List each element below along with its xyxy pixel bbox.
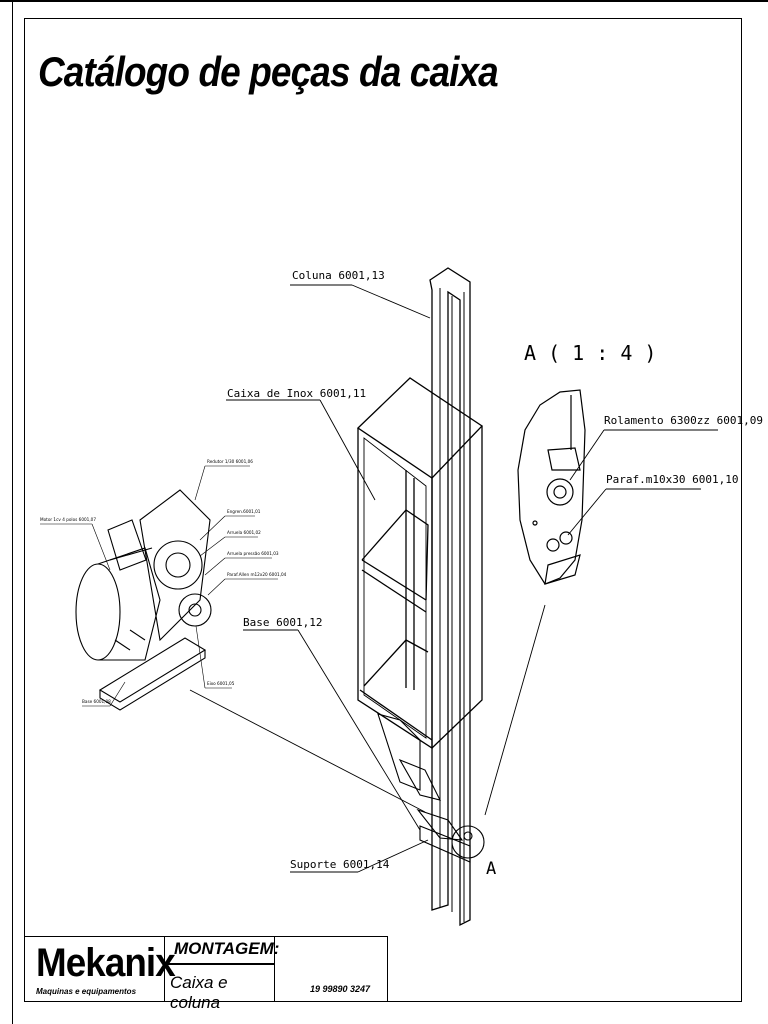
label-redutor: Redutor 1/30 6001,06 bbox=[207, 459, 253, 464]
label-base: Base 6001,12 bbox=[243, 616, 322, 629]
label-eixo: Eixo 6001,05 bbox=[207, 681, 235, 686]
leader-lines bbox=[189, 284, 546, 873]
montagem-heading: MONTAGEM: bbox=[174, 939, 280, 958]
label-motor: Motor 1cv 4 polos 6001,07 bbox=[40, 517, 96, 522]
label-caixa: Caixa de Inox 6001,11 bbox=[227, 387, 366, 400]
drawing-frame bbox=[24, 18, 742, 1002]
montagem-subheading: Caixa e coluna bbox=[170, 973, 228, 1012]
motor-assembly bbox=[75, 489, 212, 711]
base-and-suporte bbox=[377, 713, 485, 863]
title-block-brand-cell: Mekanix Maquinas e equipamentos bbox=[24, 937, 176, 1002]
title-block-divider bbox=[164, 963, 274, 965]
label-base-motor: Base 6001,08 bbox=[82, 699, 111, 704]
caixa-box bbox=[356, 377, 484, 750]
label-coluna: Coluna 6001,13 bbox=[292, 269, 385, 282]
phone-number: 19 99890 3247 bbox=[310, 984, 371, 994]
page-title: Catálogo de peças da caixa bbox=[38, 48, 499, 95]
label-detail-marker: A bbox=[486, 859, 496, 879]
detail-leader-lines bbox=[567, 429, 718, 536]
label-rolamento: Rolamento 6300zz 6001,09 bbox=[604, 414, 763, 427]
label-suporte: Suporte 6001,14 bbox=[290, 858, 390, 871]
label-arruela-pressao: Arruela pressão 6001,03 bbox=[227, 551, 279, 556]
title-block: Mekanix Maquinas e equipamentos MONTAGEM… bbox=[24, 936, 388, 1012]
label-detail-view: A ( 1 : 4 ) bbox=[524, 341, 656, 365]
brand-logo: Mekanix bbox=[36, 941, 176, 985]
top-edge-line bbox=[0, 0, 768, 2]
title-block-montagem-cell: MONTAGEM: Caixa e coluna bbox=[164, 937, 279, 1012]
label-parafuso-allen: Paraf.Allen m12x20 6001,04 bbox=[227, 572, 287, 577]
detail-view-a bbox=[517, 389, 586, 585]
left-margin-rule bbox=[0, 0, 13, 1024]
label-arruela: Arruela 6001,02 bbox=[227, 530, 261, 535]
label-engrenagem: Engren.6001,01 bbox=[227, 509, 261, 514]
motor-leader-lines bbox=[40, 465, 278, 707]
brand-subtitle: Maquinas e equipamentos bbox=[36, 987, 137, 996]
label-parafuso: Paraf.m10x30 6001,10 bbox=[606, 473, 738, 486]
